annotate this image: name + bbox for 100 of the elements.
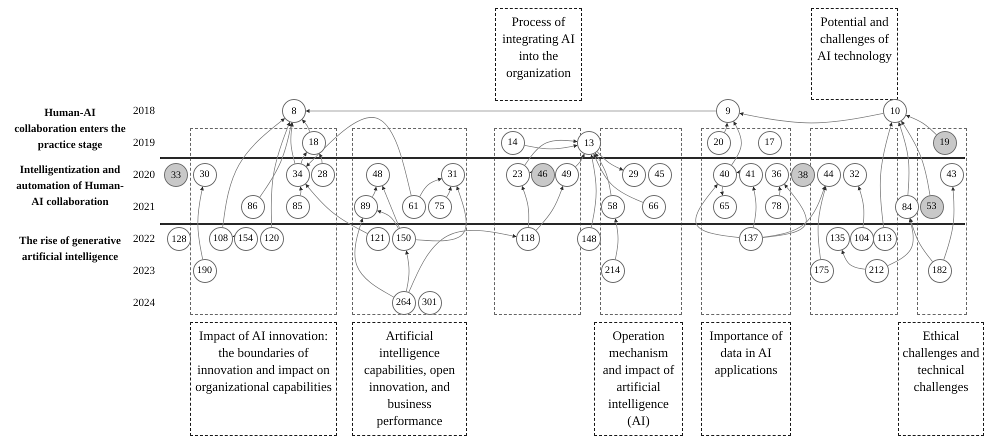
year-label: 2020 <box>133 169 155 181</box>
topic-label-box: Potential and challenges of AI technology <box>811 8 898 100</box>
citation-arrow <box>887 218 914 266</box>
citation-node: 28 <box>310 162 334 186</box>
citation-node: 113 <box>872 226 896 250</box>
year-label: 2021 <box>133 201 155 213</box>
cluster-frame <box>917 128 967 315</box>
topic-label-box: Ethical challenges and technical challenges <box>898 322 984 436</box>
citation-arrow <box>841 250 866 270</box>
citation-node: 108 <box>208 226 232 250</box>
citation-node: 75 <box>428 194 452 218</box>
topic-label-box: Artificial intelligence capabilities, open innovation, and business performance <box>352 322 467 436</box>
citation-node: 46 <box>530 162 554 186</box>
cluster-frame <box>810 128 898 315</box>
citation-node: 29 <box>622 162 646 186</box>
citation-node: 48 <box>366 162 390 186</box>
citation-node: 20 <box>706 130 730 154</box>
citation-node: 148 <box>577 227 601 251</box>
topic-label-box: Process of integrating AI into the organization <box>495 8 582 101</box>
citation-node: 212 <box>864 258 888 282</box>
citation-arrow <box>858 186 864 228</box>
citation-node: 86 <box>240 194 264 218</box>
citation-arrow <box>594 152 612 196</box>
citation-arrow <box>305 184 368 234</box>
citation-node: 30 <box>192 162 216 186</box>
citation-node: 175 <box>810 258 834 282</box>
cluster-frame <box>190 128 337 315</box>
citation-node: 53 <box>920 194 944 218</box>
citation-arrow <box>377 210 399 229</box>
citation-arrow <box>695 184 740 238</box>
citation-arrow <box>232 234 237 238</box>
citation-node: 78 <box>764 194 788 218</box>
row-heading: Intelligentization and automation of Human-AI collaboration <box>15 163 125 210</box>
citation-node: 85 <box>286 194 310 218</box>
citation-arrow <box>720 186 724 196</box>
citation-node: 135 <box>826 226 850 250</box>
citation-node: 84 <box>895 195 919 219</box>
citation-node: 66 <box>642 194 666 218</box>
citation-arrow <box>614 218 618 260</box>
citation-node: 45 <box>648 162 672 186</box>
citation-node: 36 <box>764 162 788 186</box>
citation-node: 89 <box>354 194 378 218</box>
citation-arrow <box>909 218 933 262</box>
citation-node: 128 <box>167 227 191 251</box>
citation-arrow <box>536 186 564 231</box>
citation-node: 9 <box>716 99 740 123</box>
year-label: 2022 <box>133 233 155 245</box>
citation-arrow <box>575 154 585 168</box>
citation-arrow <box>818 186 827 260</box>
year-label: 2019 <box>133 137 155 149</box>
citation-arrow <box>446 186 452 198</box>
citation-node: 8 <box>282 99 306 123</box>
citation-arrow <box>901 120 930 196</box>
citation-arrow <box>408 230 517 292</box>
cluster-frame <box>352 128 467 315</box>
cluster-frame <box>701 128 791 315</box>
citation-node: 150 <box>392 226 416 250</box>
citation-node: 137 <box>738 226 762 250</box>
citation-node: 10 <box>883 99 907 123</box>
citation-node: 40 <box>712 162 736 186</box>
citation-arrow <box>270 122 290 228</box>
citation-arrow <box>319 153 323 164</box>
citation-arrow <box>405 250 410 292</box>
citation-node: 118 <box>516 226 540 250</box>
citation-node: 49 <box>554 162 578 186</box>
citation-node: 14 <box>500 130 524 154</box>
citation-arrow <box>898 122 910 196</box>
citation-node: 33 <box>164 163 188 187</box>
citation-node: 18 <box>302 130 326 154</box>
row-heading: The rise of generative artificial intelligence <box>18 234 122 265</box>
citation-node: 44 <box>816 162 840 186</box>
year-label: 2024 <box>133 297 155 309</box>
citation-arrow <box>736 170 741 174</box>
citation-node: 34 <box>286 162 310 186</box>
citation-node: 19 <box>932 130 956 154</box>
citation-arrow <box>724 122 729 133</box>
citation-arrow <box>752 186 756 228</box>
row-heading: Human-AI collaboration enters the practice stage <box>13 106 127 153</box>
citation-arrow <box>590 154 597 228</box>
citation-arrow <box>416 186 467 242</box>
citation-arrow <box>778 186 782 196</box>
citation-arrow <box>300 152 308 164</box>
topic-label-box: Importance of data in AI applications <box>701 322 791 436</box>
citation-node: 17 <box>758 130 782 154</box>
citation-arrow <box>524 144 578 150</box>
citation-arrow <box>197 186 204 260</box>
citation-arrow <box>593 154 644 203</box>
year-label: 2023 <box>133 265 155 277</box>
citation-arrow <box>522 186 530 228</box>
citation-node: 154 <box>234 226 258 250</box>
citation-arrow <box>529 170 534 174</box>
citation-arrow <box>943 186 956 260</box>
citation-arrow <box>372 186 378 198</box>
citation-node: 120 <box>260 226 284 250</box>
citation-arrow <box>354 218 394 298</box>
citation-node: 190 <box>192 258 216 282</box>
citation-node: 104 <box>850 226 874 250</box>
citation-arrow <box>762 184 807 238</box>
citation-arrow <box>306 117 412 196</box>
citation-arrow <box>731 121 742 166</box>
